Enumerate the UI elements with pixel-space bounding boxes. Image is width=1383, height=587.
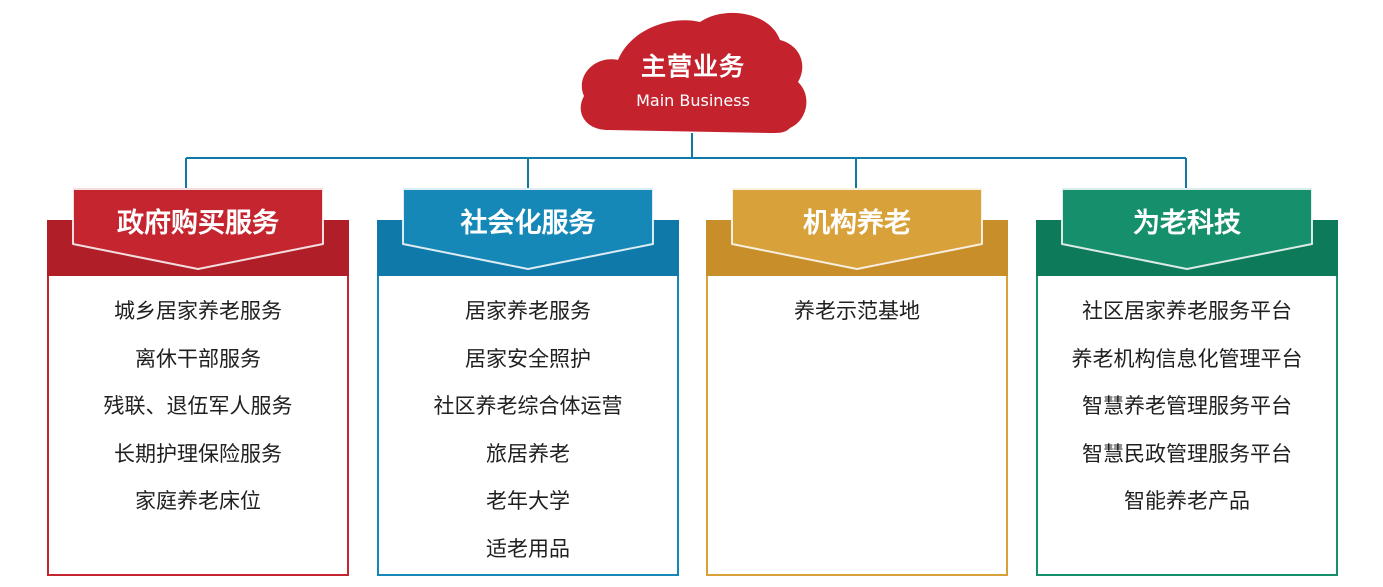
root-subtitle: Main Business	[636, 91, 750, 110]
category-social-services: 社会化服务 居家养老服务 居家安全照护 社区养老综合体运营 旅居养老 老年大学 …	[377, 188, 679, 578]
category-elderly-tech: 为老科技 社区居家养老服务平台 养老机构信息化管理平台 智慧养老管理服务平台 智…	[1036, 188, 1338, 578]
list-item: 适老用品	[486, 536, 570, 561]
list-item: 智慧民政管理服务平台	[1082, 441, 1292, 466]
list-item: 离休干部服务	[135, 346, 261, 371]
list-item: 残联、退伍军人服务	[103, 394, 293, 418]
category-title: 为老科技	[1133, 208, 1241, 239]
list-item: 智慧养老管理服务平台	[1082, 394, 1292, 418]
category-item-list: 居家养老服务 居家安全照护 社区养老综合体运营 旅居养老 老年大学 适老用品	[377, 288, 679, 573]
list-item: 长期护理保险服务	[114, 441, 282, 466]
category-ribbon	[731, 188, 983, 270]
category-item-list: 社区居家养老服务平台 养老机构信息化管理平台 智慧养老管理服务平台 智慧民政管理…	[1036, 288, 1338, 526]
list-item: 智能养老产品	[1124, 489, 1250, 513]
category-box	[706, 220, 1008, 576]
category-title: 政府购买服务	[117, 208, 279, 239]
category-box	[377, 220, 679, 576]
category-institutional-care: 机构养老 养老示范基地	[706, 188, 1008, 578]
category-box	[47, 220, 349, 576]
category-title: 社会化服务	[460, 208, 596, 239]
list-item: 居家养老服务	[465, 299, 591, 323]
category-box	[1036, 220, 1338, 576]
list-item: 社区居家养老服务平台	[1082, 299, 1292, 323]
list-item: 养老机构信息化管理平台	[1071, 346, 1303, 371]
category-item-list: 城乡居家养老服务 离休干部服务 残联、退伍军人服务 长期护理保险服务 家庭养老床…	[47, 288, 349, 526]
list-item: 家庭养老床位	[135, 489, 261, 513]
cloud-shape	[580, 12, 807, 134]
category-ribbon	[1061, 188, 1313, 270]
list-item: 城乡居家养老服务	[114, 299, 282, 323]
category-ribbon	[402, 188, 654, 270]
category-title: 机构养老	[803, 208, 911, 239]
list-item: 养老示范基地	[794, 299, 920, 323]
connector-lines	[185, 133, 1187, 190]
list-item: 旅居养老	[486, 441, 570, 466]
category-item-list: 养老示范基地	[706, 288, 1008, 336]
category-ribbon	[72, 188, 324, 270]
list-item: 老年大学	[486, 489, 570, 513]
root-title: 主营业务	[640, 52, 745, 81]
list-item: 社区养老综合体运营	[433, 394, 623, 418]
list-item: 居家安全照护	[465, 346, 591, 371]
category-government-purchase: 政府购买服务 城乡居家养老服务 离休干部服务 残联、退伍军人服务 长期护理保险服…	[47, 188, 349, 578]
